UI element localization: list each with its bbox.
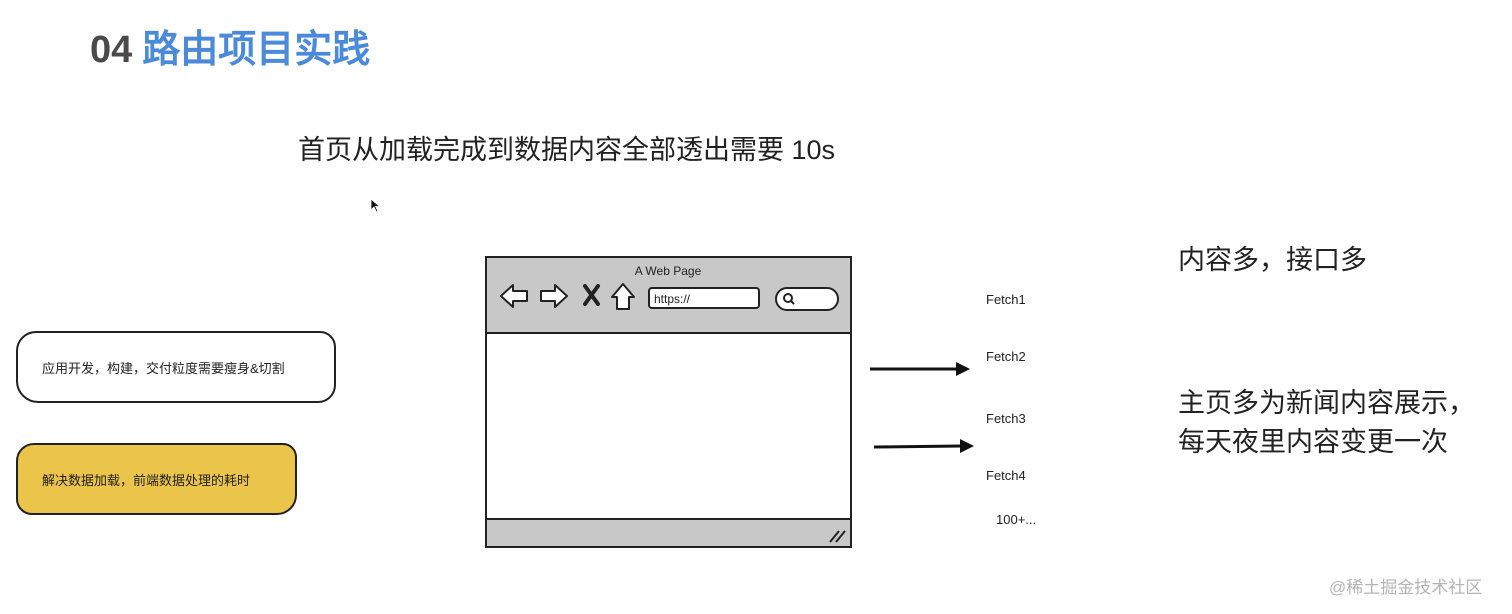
browser-wireframe: A Web Page https:// [485,256,852,548]
note-content-interfaces: 内容多，接口多 [1178,245,1367,275]
back-arrow-icon[interactable] [500,284,528,308]
search-icon [783,293,795,305]
card-data-loading-text: 解决数据加载，前端数据处理的耗时 [42,472,251,488]
note-homepage-line1: 主页多为新闻内容展示， [1178,388,1475,418]
search-box[interactable] [775,287,839,311]
address-bar[interactable]: https:// [648,287,760,309]
browser-title: A Web Page [635,264,702,278]
slide-number: 04 [90,29,133,71]
arrow-2-icon [873,439,974,453]
resize-handle-icon[interactable] [829,530,846,543]
home-icon[interactable] [611,283,635,310]
note-homepage-line2: 每天夜里内容变更一次 [1178,427,1448,457]
address-bar-text: https:// [654,292,691,306]
card-app-development: 应用开发，构建，交付粒度需要瘦身&切割 [16,331,336,403]
card-data-loading: 解决数据加载，前端数据处理的耗时 [16,443,297,515]
fetch-label-2: Fetch2 [986,349,1026,364]
slide-subtitle: 首页从加载完成到数据内容全部透出需要 10s [298,135,836,165]
fetch-label-more: 100+... [996,512,1037,527]
forward-arrow-icon[interactable] [540,284,568,308]
card-app-development-text: 应用开发，构建，交付粒度需要瘦身&切割 [42,360,285,376]
arrow-1-icon [870,362,970,376]
fetch-label-4: Fetch4 [986,468,1026,483]
mouse-cursor-icon [370,198,381,213]
browser-content-area [485,332,852,520]
watermark: @稀土掘金技术社区 [1329,578,1483,597]
fetch-label-1: Fetch1 [986,292,1026,307]
fetch-label-3: Fetch3 [986,411,1026,426]
close-icon[interactable] [583,284,600,306]
browser-status-bar [485,518,852,548]
slide-title-text: 路由项目实践 [142,29,371,71]
